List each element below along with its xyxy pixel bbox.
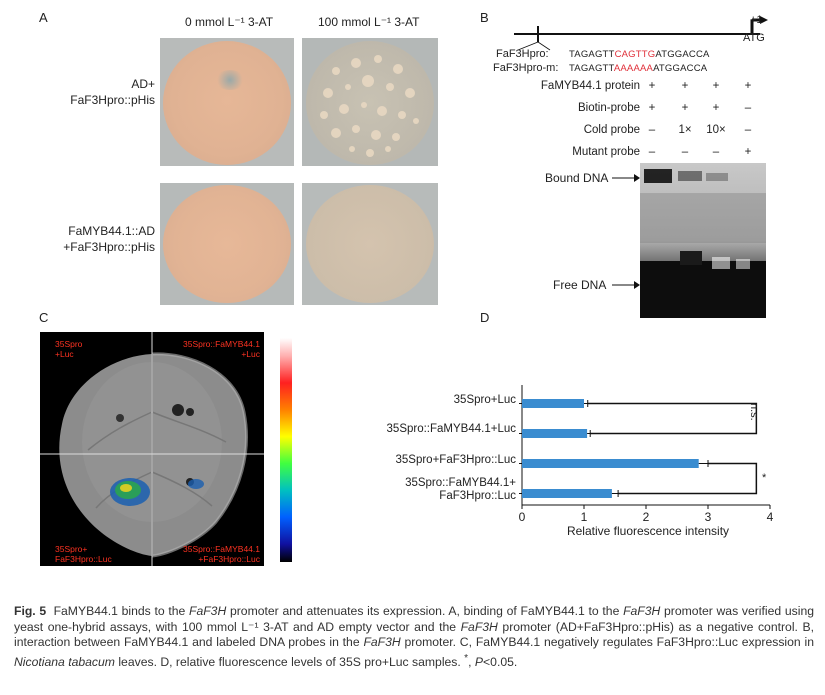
free-dna-label: Free DNA: [553, 278, 607, 292]
sym: –: [648, 146, 656, 158]
promoter-diagram: [514, 16, 768, 51]
seq-wt: TAGAGTTCAGTTGATGGACCA: [569, 49, 710, 60]
yeast-plate-famyb-0: [163, 185, 291, 303]
sig-bracket-ns: [587, 402, 758, 435]
leaf-image: [40, 332, 264, 566]
x-tick-label: 4: [767, 510, 774, 524]
panel-d-label: D: [480, 310, 490, 325]
sig-star-label: *: [762, 472, 767, 484]
plate-box-1: [160, 38, 294, 166]
plate-box-2: [302, 38, 438, 166]
x-tick-label: 2: [643, 510, 650, 524]
seq-mut: TAGAGTTAAAAAAATGGACCA: [569, 63, 708, 74]
row-label-famyb: FaMYB44.1::AD +FaF3Hpro::pHis: [63, 224, 155, 254]
plate-box-3: [160, 183, 294, 305]
sym: +: [712, 80, 720, 92]
bar-label: 35Spro::FaMYB44.1+FaF3Hpro::Luc: [405, 477, 516, 502]
col-header-0: 0 mmol L⁻¹ 3-AT: [185, 15, 274, 29]
bound-dna-label: Bound DNA: [545, 171, 609, 185]
sym: +: [744, 80, 752, 92]
panel-b-label: B: [480, 10, 489, 25]
sym: 10×: [706, 124, 726, 136]
tss-label: +1: [750, 14, 763, 26]
bar: [522, 429, 588, 438]
sig-bracket-star: [618, 462, 758, 495]
emsa-row-biotin: Biotin-probe: [577, 102, 640, 114]
sym: –: [744, 124, 752, 136]
emsa-row-mutant: Mutant probe: [572, 146, 640, 158]
emsa-gel: [640, 163, 766, 318]
seq-mut-name: FaF3Hpro-m:: [493, 62, 559, 74]
sym: –: [681, 146, 689, 158]
panel-c-label: C: [39, 310, 49, 325]
x-axis-label: Relative fluorescence intensity: [567, 524, 729, 538]
yeast-colonies: [320, 55, 419, 157]
free-arrow: [612, 281, 640, 289]
sig-ns-label: n.s.: [748, 403, 760, 421]
panel-a-label: A: [39, 10, 48, 25]
seq-wt-name: FaF3Hpro:: [496, 48, 549, 60]
bar: [522, 399, 584, 408]
bar-label: 35Spro::FaMYB44.1+Luc: [386, 423, 516, 435]
bar: [522, 489, 612, 498]
atg-label: ATG: [743, 32, 765, 44]
sym: +: [712, 102, 720, 114]
sym: –: [712, 146, 720, 158]
yeast-plate-ad-0: [163, 41, 291, 165]
x-tick-label: 3: [705, 510, 712, 524]
col-header-100: 100 mmol L⁻¹ 3-AT: [318, 15, 420, 29]
plate-box-4: [302, 183, 438, 305]
row-label-ad: AD+ FaF3Hpro::pHis: [70, 77, 155, 107]
quad-bl-label: 35Spro+ FaF3Hpro::Luc: [55, 544, 112, 564]
bound-arrow: [612, 174, 640, 182]
sym: +: [744, 146, 752, 158]
sym: +: [681, 80, 689, 92]
sym: –: [744, 102, 752, 114]
bar-label: 35Spro+Luc: [453, 394, 516, 406]
x-tick-label: 1: [581, 510, 588, 524]
emsa-row-protein: FaMYB44.1 protein: [540, 80, 640, 92]
sym: +: [681, 102, 689, 114]
bar: [522, 459, 699, 468]
quad-br-label: 35Spro::FaMYB44.1 +FaF3Hpro::Luc: [182, 544, 260, 564]
sym: +: [648, 80, 656, 92]
yeast-plate-famyb-100: [306, 185, 434, 303]
color-scale-bar: [280, 338, 292, 562]
sym: 1×: [678, 124, 692, 136]
figure-caption: Fig. 5 FaMYB44.1 binds to the FaF3H prom…: [14, 604, 815, 669]
sym: +: [648, 102, 656, 114]
yeast-plate-ad-100: [306, 41, 434, 165]
quad-tl-label: 35Spro +Luc: [55, 339, 83, 359]
x-tick-label: 0: [519, 510, 526, 524]
sym: –: [648, 124, 656, 136]
bar-label: 35Spro+FaF3Hpro::Luc: [395, 454, 517, 466]
quad-tr-label: 35Spro::FaMYB44.1 +Luc: [182, 339, 260, 359]
emsa-row-cold: Cold probe: [583, 124, 640, 136]
